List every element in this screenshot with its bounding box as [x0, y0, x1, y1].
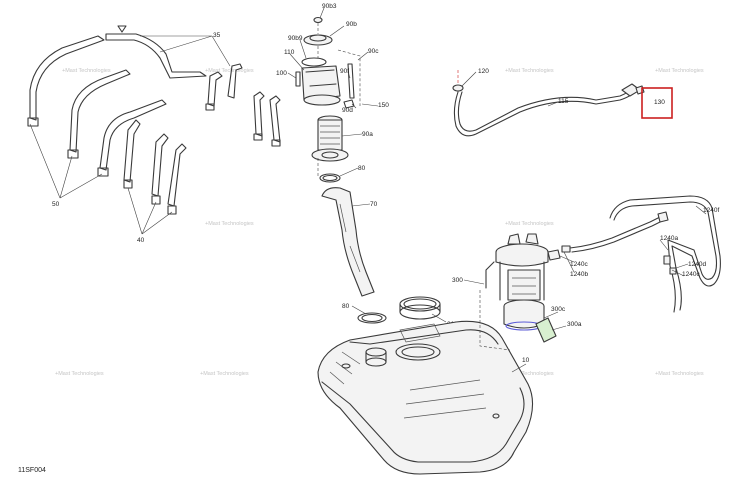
callout-35: 35: [213, 32, 221, 39]
watermark: +Mast Technologies: [655, 68, 704, 74]
fuel-tank: [317, 320, 534, 475]
callout-300a: 300a: [567, 321, 582, 328]
callout-150: 150: [378, 102, 389, 109]
filler-leaders: [287, 7, 379, 315]
watermark: +Mast Technologies: [205, 68, 254, 74]
callout-1240c-right: 1240c: [682, 271, 700, 278]
callout-115: 115: [558, 98, 569, 105]
callout-100: 100: [276, 70, 287, 77]
watermark: +Mast Technologies: [55, 371, 104, 377]
callout-90b9: 90b9: [288, 35, 303, 42]
watermark: +Mast Technologies: [505, 68, 554, 74]
callout-1240f: 1240f: [703, 207, 719, 214]
callout-90a: 90a: [362, 131, 373, 138]
callout-300: 300: [452, 277, 463, 284]
watermark: +Mast Technologies: [655, 371, 704, 377]
watermarks: +Mast Technologies +Mast Technologies +M…: [55, 68, 704, 377]
callout-300c: 300c: [551, 306, 566, 313]
watermark: +Mast Technologies: [62, 68, 111, 74]
watermark: +Mast Technologies: [505, 221, 554, 227]
fuel-line-assembly: [569, 195, 721, 313]
watermark: +Mast Technologies: [505, 371, 554, 377]
figure-code: 11SF004: [18, 467, 46, 474]
highlight-box-130: [641, 87, 673, 119]
callout-90c: 90c: [368, 48, 379, 55]
leader-10: [511, 363, 527, 373]
fuel-tank-straps: [27, 25, 281, 215]
watermark: +Mast Technologies: [205, 221, 254, 227]
fuel-pump-module: [463, 233, 575, 351]
callout-80-lower: 80: [342, 303, 350, 310]
callout-90b: 90b: [346, 21, 357, 28]
vent-line-assembly: [452, 70, 645, 137]
callout-90f: 90f: [340, 68, 349, 75]
filler-neck-assembly: [295, 16, 387, 324]
callout-80-upper: 80: [358, 165, 366, 172]
callout-1240a: 1240a: [660, 235, 678, 242]
callout-1240b: 1240b: [570, 271, 588, 278]
strap-leaders: [29, 35, 231, 235]
callout-10: 10: [522, 357, 530, 364]
callout-90b3: 90b3: [322, 3, 337, 10]
callout-110: 110: [284, 49, 295, 56]
callout-40: 40: [137, 237, 145, 244]
callout-90d: 90d: [342, 107, 353, 114]
callout-120: 120: [478, 68, 489, 75]
callout-50: 50: [52, 201, 60, 208]
watermark: +Mast Technologies: [200, 371, 249, 377]
callout-70: 70: [370, 201, 378, 208]
retaining-ring-310: [399, 296, 447, 323]
callout-130: 130: [654, 99, 665, 106]
callout-1240c-left: 1240c: [570, 261, 588, 268]
callout-1240d: 1240d: [688, 261, 706, 268]
